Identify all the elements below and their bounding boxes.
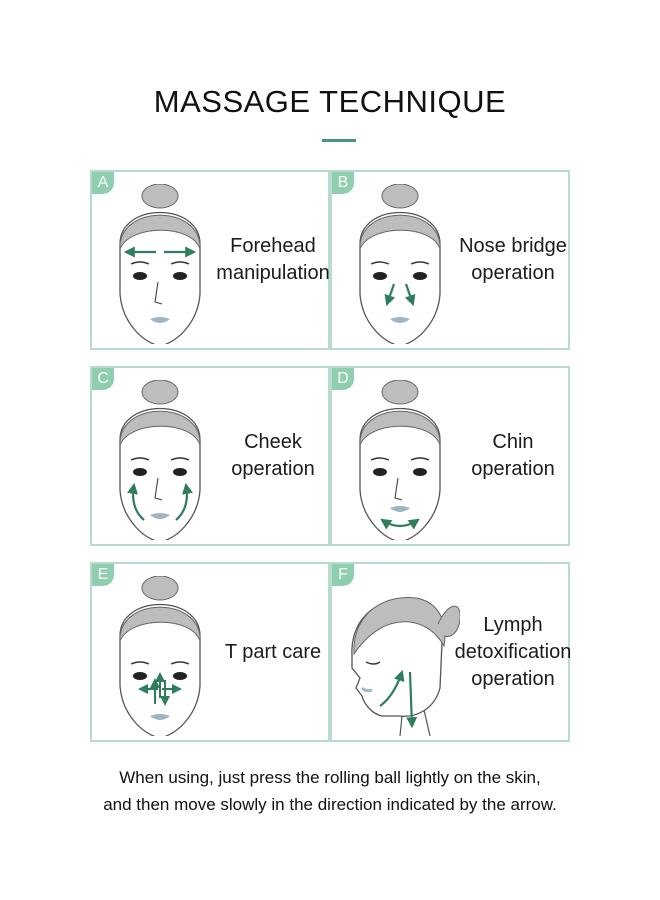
panel-tag: E	[92, 564, 114, 586]
panel-label: Lymph detoxification operation	[454, 613, 572, 690]
panel-nose-bridge: B Nose bridge operation	[330, 170, 570, 350]
face-front-forehead-illustration	[119, 184, 201, 344]
title-underline	[322, 139, 356, 142]
panel-tag: B	[332, 172, 354, 194]
panel-forehead: A Forehead manipulation	[90, 170, 330, 350]
caption-line: When using, just press the rolling ball …	[119, 768, 541, 787]
panel-tag: D	[332, 368, 354, 390]
page-title: MASSAGE TECHNIQUE	[153, 84, 507, 119]
panel-tag: F	[332, 564, 354, 586]
face-front-nose-illustration	[359, 184, 441, 344]
panel-chin: D Chin operation	[330, 366, 570, 546]
usage-caption: When using, just press the rolling ball …	[0, 764, 660, 818]
face-front-chin-illustration	[359, 380, 441, 540]
caption-line: and then move slowly in the direction in…	[103, 795, 557, 814]
panel-label: Cheek operation	[231, 431, 315, 480]
face-front-cheek-illustration	[119, 380, 201, 540]
face-profile-lymph-illustration	[351, 596, 460, 736]
panel-tag: A	[92, 172, 114, 194]
panel-t-part: E T part care	[90, 562, 330, 742]
panel-label: Chin operation	[471, 431, 555, 480]
panel-label: T part care	[224, 640, 322, 663]
panel-lymph: F Lymph detoxification operation	[330, 562, 571, 742]
panel-tag: C	[92, 368, 114, 390]
panel-label: Nose bridge operation	[459, 235, 567, 284]
panel-cheek: C Cheek operation	[90, 366, 330, 546]
face-front-t-zone-illustration	[119, 576, 201, 736]
panel-label: Forehead manipulation	[216, 235, 330, 284]
